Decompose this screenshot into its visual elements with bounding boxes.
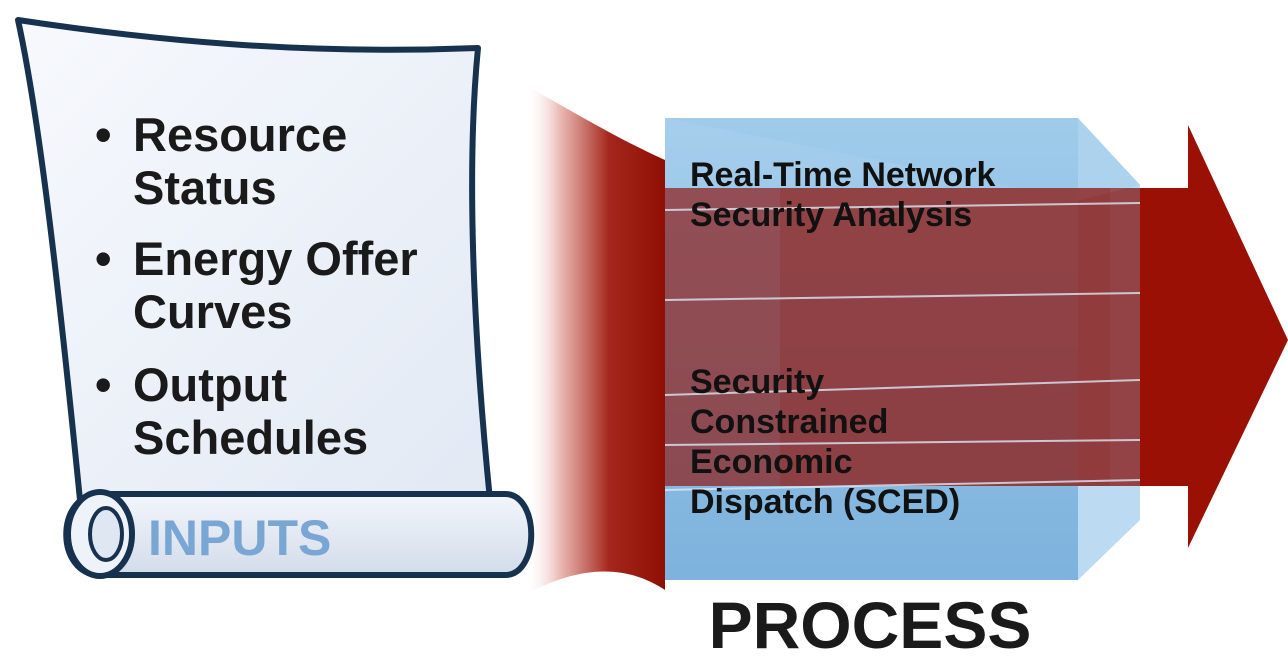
process-step-line: Dispatch (SCED)	[690, 483, 961, 521]
process-step-line: Security	[690, 363, 825, 401]
process-label: PROCESS	[708, 588, 1032, 662]
input-item-line: Resource	[133, 108, 348, 161]
cube-red-band-inner	[780, 188, 1110, 486]
cube-red-band	[665, 188, 1140, 486]
process-step-line: Constrained	[690, 403, 889, 441]
process-step-sced: Security Constrained Economic Dispatch (…	[690, 362, 960, 522]
bullet-point-icon: •	[95, 232, 112, 285]
process-step-line: Economic	[690, 443, 853, 481]
bullet-point-icon: •	[95, 108, 112, 161]
process-step-line: Security Analysis	[690, 196, 973, 234]
input-item-energy-offer-curves: • Energy Offer Curves	[95, 232, 463, 338]
inputs-label: INPUTS	[148, 510, 332, 566]
input-item-line: Energy Offer	[133, 232, 418, 285]
bullet-point-icon: •	[95, 358, 112, 411]
input-item-line: Output	[133, 358, 287, 411]
input-item-output-schedules: • Output Schedules	[95, 358, 463, 464]
process-step-line: Real-Time Network	[690, 156, 996, 194]
input-item-line: Status	[133, 161, 277, 214]
input-item-line: Schedules	[133, 411, 369, 464]
cube-shelf-lines	[664, 202, 1141, 491]
scroll-roll-core	[88, 506, 124, 562]
input-item-line: Curves	[133, 285, 293, 338]
input-item-resource-status: • Resource Status	[95, 108, 463, 214]
process-step-network-security: Real-Time Network Security Analysis	[690, 155, 995, 235]
inputs-scroll	[15, 17, 493, 503]
input-funnel-arrow	[525, 85, 665, 595]
